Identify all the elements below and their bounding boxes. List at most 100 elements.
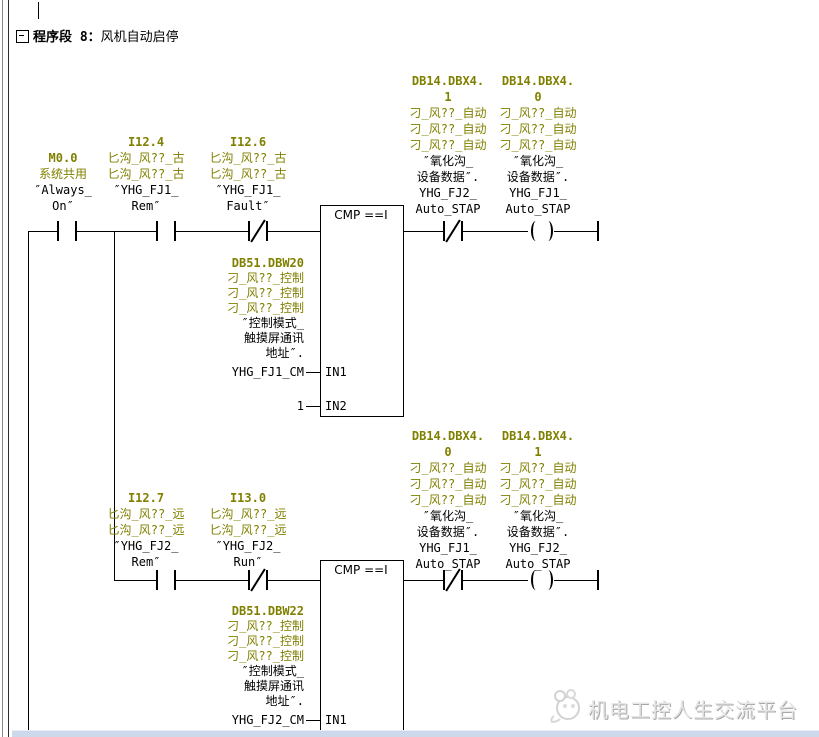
- operand-line: 刁_风??_自动: [409, 461, 487, 475]
- operand-line: 刁_风??_自动: [409, 122, 487, 136]
- operand-line: 匕沟_风??_远: [107, 523, 185, 537]
- operand-line: YHG_FJ1_: [419, 541, 477, 555]
- cmp1-in2-operand[interactable]: 1: [296, 399, 304, 413]
- operand-line: 刁_风??_控制: [227, 649, 304, 663]
- operand-line: DB51.DBW20: [231, 256, 304, 270]
- operand-line: 匕沟_风??_远: [209, 523, 287, 537]
- operand-line: 刁_风??_自动: [499, 493, 577, 507]
- cmp1-in2-wire: [306, 406, 320, 407]
- operand-line: 1: [534, 445, 542, 459]
- operand-line: 刁_风??_自动: [409, 106, 487, 120]
- operand-label-fj2-autostap[interactable]: DB14.DBX4. 1 刁_风??_自动刁_风??_自动刁_风??_自动 ″氧化沟_…: [383, 73, 513, 217]
- operand-line: ″氧化沟_: [512, 154, 564, 168]
- operand-line: 匕沟_风??_古: [107, 167, 185, 181]
- operand-line: 触摸屏通讯: [243, 679, 304, 693]
- operand-line: ″Always_: [34, 183, 92, 197]
- operand-line: 刁_风??_自动: [499, 138, 577, 152]
- operand-line: DB14.DBX4.: [501, 429, 575, 443]
- operand-line: 刁_风??_控制: [227, 619, 304, 633]
- operand-line: 刁_风??_自动: [499, 461, 577, 475]
- rung2-wire-left: [114, 580, 320, 581]
- operand-line: DB14.DBX4.: [411, 74, 485, 88]
- operand-line: 匕沟_风??_远: [107, 507, 185, 521]
- operand-line: 刁_风??_自动: [409, 138, 487, 152]
- cmp1-in1-pin: IN1: [325, 365, 347, 379]
- operand-label-fj1-fault[interactable]: I12.6 匕沟_风??_古匕沟_风??_古 ″YHG_FJ1_ Fault″: [183, 134, 313, 214]
- operand-line: ″氧化沟_: [512, 509, 564, 523]
- operand-line: ″氧化沟_: [422, 509, 474, 523]
- cmp1-in1-wire: [306, 372, 320, 373]
- operand-label-fj1-autostap-r2[interactable]: DB14.DBX4. 0 刁_风??_自动刁_风??_自动刁_风??_自动 ″氧化沟_…: [383, 428, 513, 572]
- operand-line: DB14.DBX4.: [501, 74, 575, 88]
- cmp-block-1[interactable]: [320, 205, 404, 417]
- operand-line: Fault″: [226, 199, 270, 213]
- text-cursor: [38, 2, 39, 19]
- window-edge-inner: [8, 0, 9, 737]
- operand-line: 1: [444, 90, 452, 104]
- window-edge-outer: [2, 0, 3, 737]
- watermark-logo-icon: [548, 686, 586, 728]
- horizontal-scrollbar[interactable]: [12, 730, 819, 737]
- operand-label-fj2-run[interactable]: I13.0 匕沟_风??_远匕沟_风??_远 ″YHG_FJ2_ Run″: [183, 490, 313, 570]
- network-comment: 风机自动启停: [100, 30, 179, 45]
- operand-line: 刁_风??_控制: [227, 301, 304, 315]
- operand-line: Rem″: [131, 555, 161, 569]
- cmp1-in1-operand[interactable]: YHG_FJ1_CM: [231, 365, 304, 379]
- cmp-block-2[interactable]: [320, 560, 404, 737]
- operand-line: 刁_风??_自动: [499, 106, 577, 120]
- operand-line: YHG_FJ1_: [509, 186, 567, 200]
- rung1-right-rail: [597, 221, 599, 241]
- operand-line: 刁_风??_自动: [499, 122, 577, 136]
- operand-line: 匕沟_风??_古: [107, 151, 185, 165]
- operand-line: 设备数据″.: [506, 525, 570, 539]
- operand-line: Auto_STAP: [505, 202, 571, 216]
- operand-line: 匕沟_风??_古: [209, 151, 287, 165]
- operand-line: 刁_风??_控制: [227, 634, 304, 648]
- cmp2-in1-wire: [306, 720, 320, 721]
- left-power-rail: [28, 231, 29, 737]
- operand-line: DB14.DBX4.: [411, 429, 485, 443]
- operand-line: Auto_STAP: [415, 557, 481, 571]
- cmp1-in2-pin: IN2: [325, 399, 347, 413]
- operand-line: I13.0: [229, 491, 267, 505]
- operand-line: Auto_STAP: [415, 202, 481, 216]
- watermark-text: 机电工控人生交流平台: [588, 698, 798, 722]
- operand-line: I12.7: [127, 491, 165, 505]
- operand-line: I12.6: [229, 135, 267, 149]
- operand-line: Auto_STAP: [505, 557, 571, 571]
- operand-line: Run″: [233, 555, 263, 569]
- operand-line: ″氧化沟_: [422, 154, 474, 168]
- rung1-wire-right: [403, 231, 597, 232]
- operand-line: 设备数据″.: [506, 170, 570, 184]
- rung2-wire-right: [403, 580, 597, 581]
- operand-line: 匕沟_风??_古: [209, 167, 287, 181]
- operand-line: Rem″: [131, 199, 161, 213]
- operand-line: 刁_风??_自动: [409, 493, 487, 507]
- operand-line: M0.0: [48, 151, 78, 165]
- network-title[interactable]: 程序段 8：风机自动启停: [33, 26, 179, 45]
- operand-line: 0: [534, 90, 542, 104]
- operand-line: ″YHG_FJ1_: [215, 183, 281, 197]
- operand-line: 地址″.: [265, 694, 304, 708]
- operand-line: ″YHG_FJ2_: [215, 539, 281, 553]
- operand-label-fj1-autostap[interactable]: DB14.DBX4. 0 刁_风??_自动刁_风??_自动刁_风??_自动 ″氧化沟_…: [473, 73, 603, 217]
- operand-line: 刁_风??_自动: [409, 477, 487, 491]
- operand-line: 设备数据″.: [416, 170, 480, 184]
- operand-line: I12.4: [127, 135, 165, 149]
- operand-line: 设备数据″.: [416, 525, 480, 539]
- operand-line: 刁_风??_控制: [227, 271, 304, 285]
- network-collapse-icon[interactable]: [16, 30, 29, 43]
- operand-line: DB51.DBW22: [231, 604, 304, 618]
- operand-line: 匕沟_风??_远: [209, 507, 287, 521]
- operand-line: 0: [444, 445, 452, 459]
- cmp-block-1-title: CMP ==I: [334, 208, 388, 222]
- cmp2-in1-operand[interactable]: YHG_FJ2_CM: [231, 713, 304, 727]
- operand-line: On″: [52, 199, 74, 213]
- cmp-block-2-title: CMP ==I: [334, 563, 388, 577]
